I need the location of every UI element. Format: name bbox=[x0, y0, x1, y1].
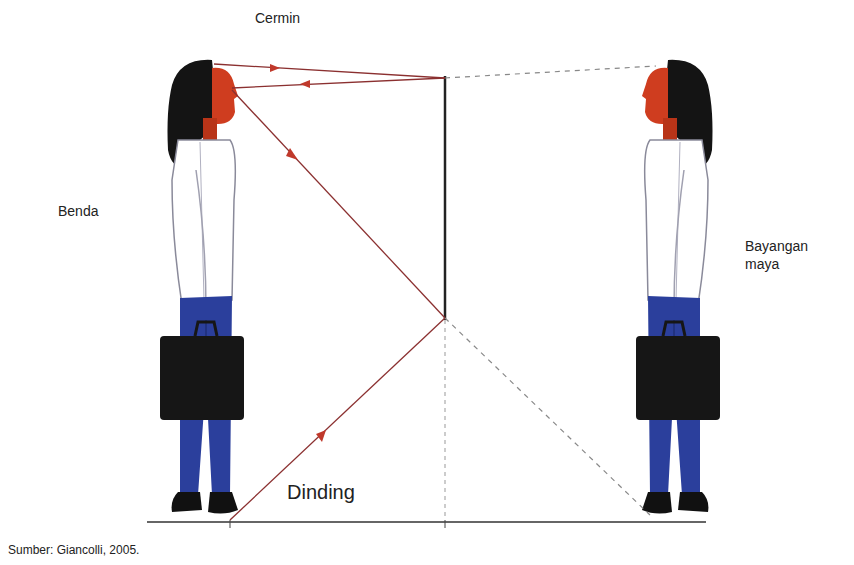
source-caption: Sumber: Giancolli, 2005. bbox=[8, 543, 139, 558]
object-label: Benda bbox=[58, 203, 98, 221]
mirror-label: Cermin bbox=[255, 10, 300, 28]
wall-label: Dinding bbox=[287, 480, 355, 505]
image-label: Bayangan maya bbox=[745, 238, 825, 273]
